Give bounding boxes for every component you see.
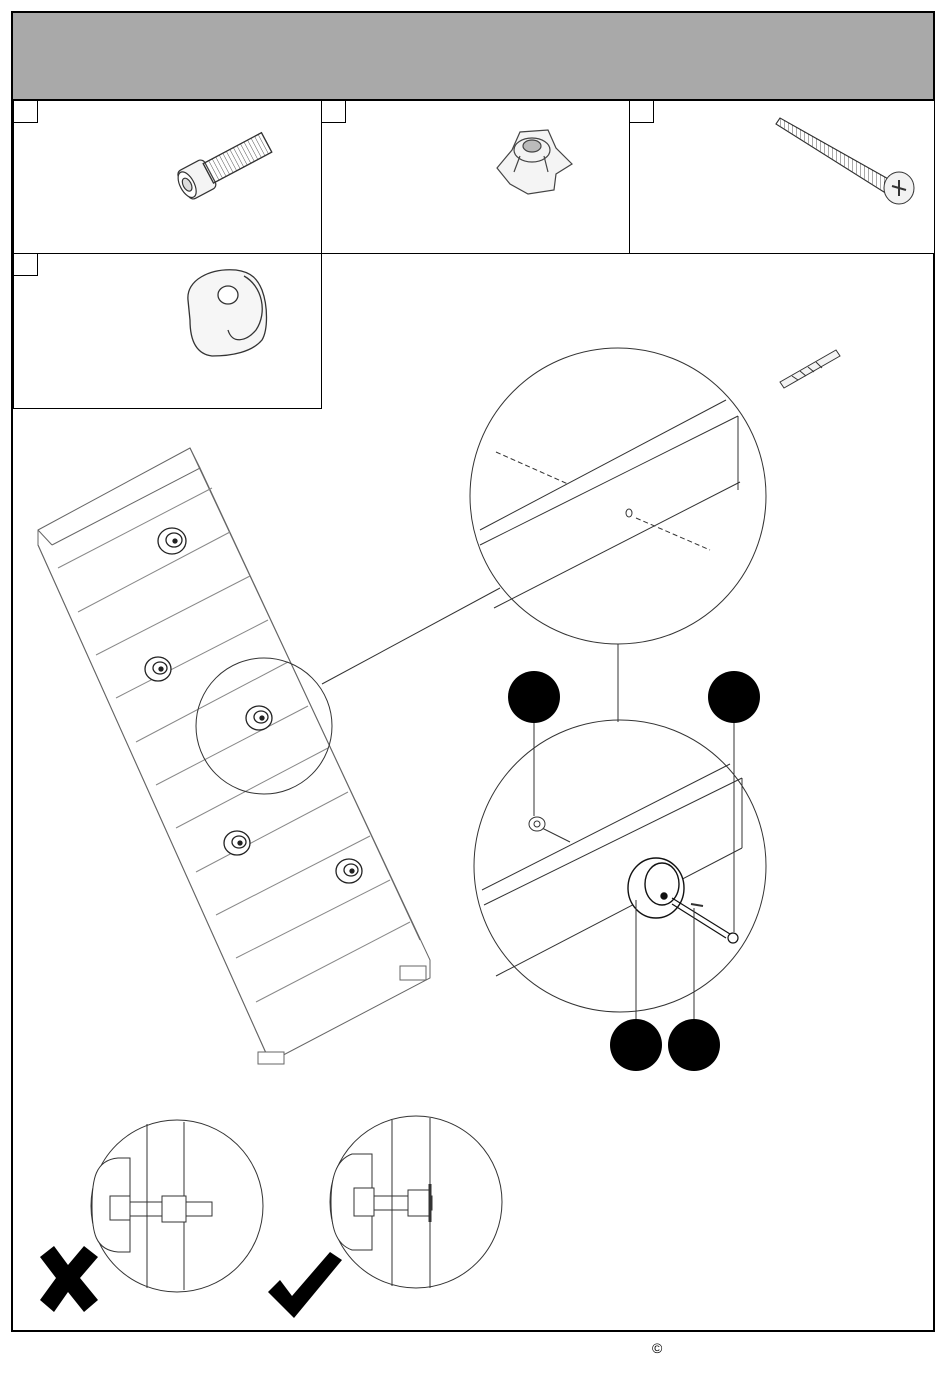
copyright-symbol: © xyxy=(652,1340,662,1356)
part-number-tab xyxy=(14,254,38,276)
header-bar xyxy=(13,13,933,101)
part-cell-tee-nut xyxy=(321,100,630,254)
part-number-tab xyxy=(14,101,38,123)
part-cell-bolt xyxy=(13,100,322,254)
part-number-tab xyxy=(630,101,654,123)
part-cell-climbing-hold xyxy=(13,253,322,409)
part-number-tab xyxy=(322,101,346,123)
part-cell-screw xyxy=(629,100,935,254)
